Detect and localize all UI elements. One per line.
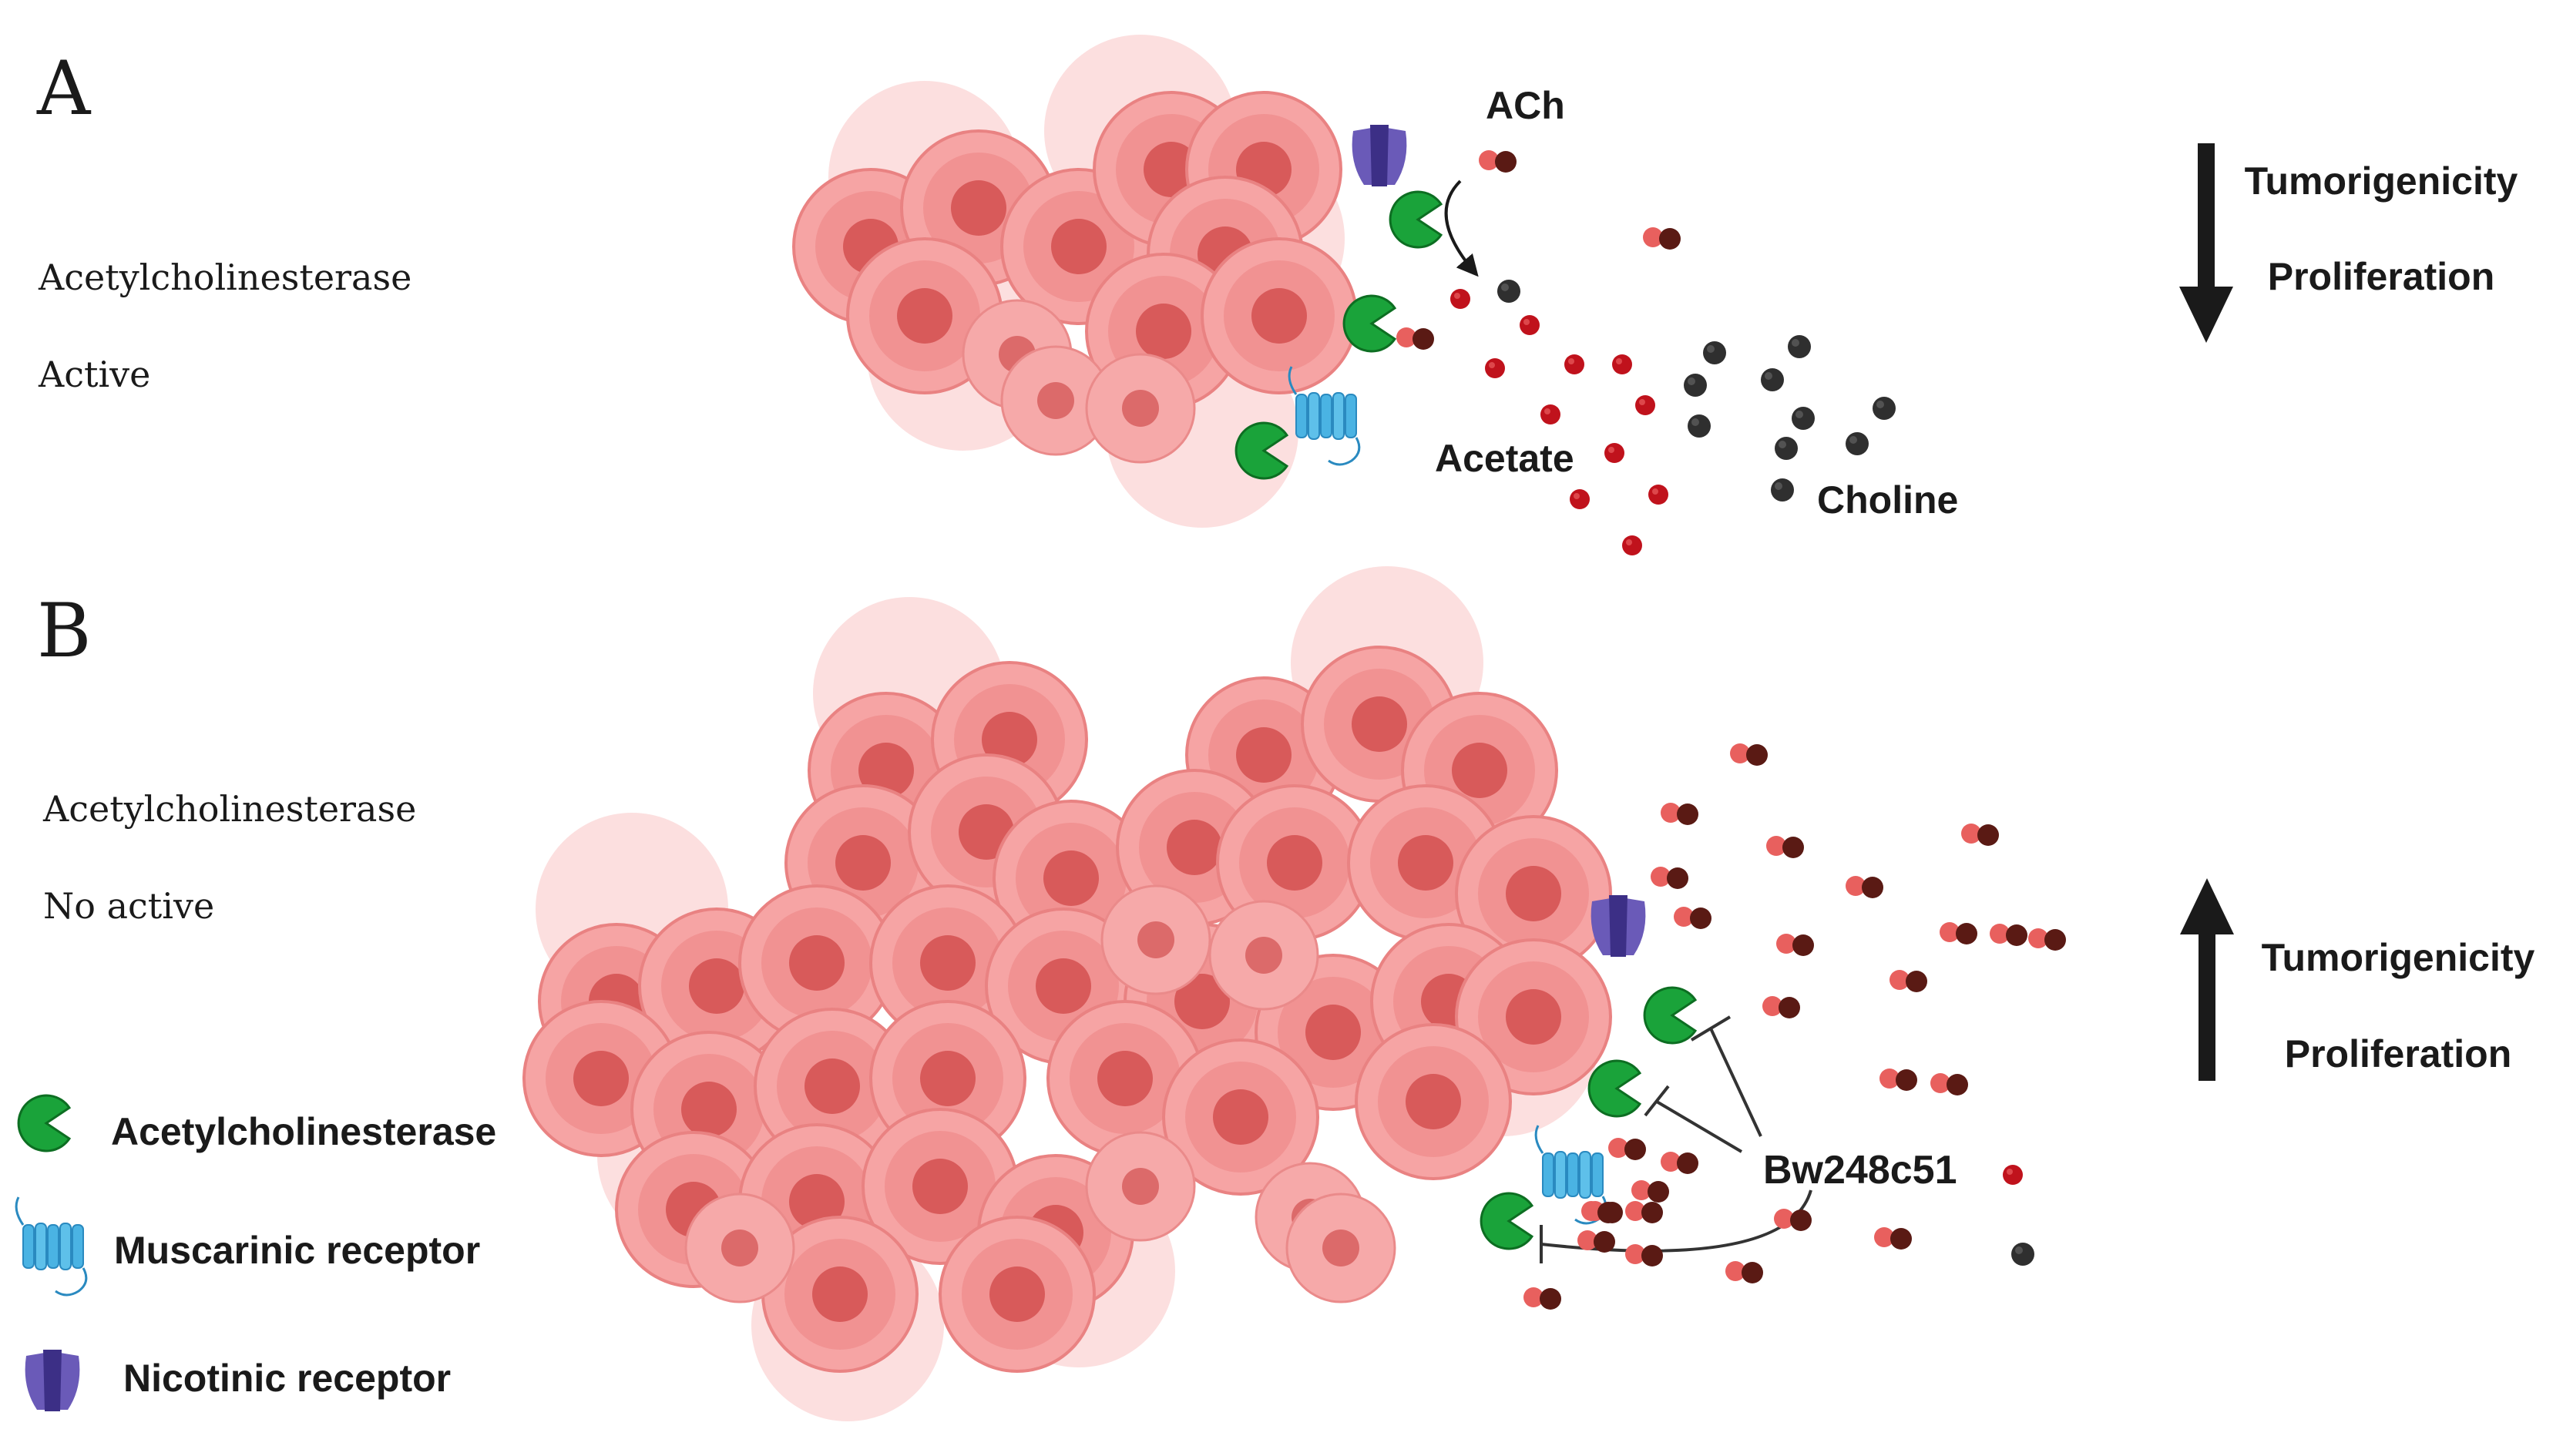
acetylcholinesterase-icon <box>1342 294 1396 353</box>
acetylcholinesterase-icon <box>1643 986 1697 1045</box>
panel-b-effect-line2: Proliferation <box>2285 1032 2511 1075</box>
legend-label-acetylcholinesterase: Acetylcholinesterase <box>111 1110 496 1153</box>
hydrolysis-arrow <box>1444 179 1479 277</box>
tumor-cluster-b <box>522 566 1612 1421</box>
legend-nicotinic-receptor-icon <box>25 1350 80 1411</box>
acetate-molecules <box>1450 289 1668 555</box>
panel-b-letter: B <box>37 588 92 674</box>
acetate-label: Acetate <box>1435 437 1574 480</box>
acetylcholinesterase-icon <box>1389 190 1443 249</box>
ach-label: ACh <box>1486 84 1565 127</box>
panel-a-status-line1: Acetylcholinesterase <box>38 257 411 298</box>
acetylcholinesterase-icon <box>1480 1192 1533 1250</box>
legend: Acetylcholinesterase Muscarinic receptor… <box>15 1094 496 1411</box>
panel-b-status-line1: Acetylcholinesterase <box>42 788 416 830</box>
panel-a-letter: A <box>36 45 92 132</box>
panel-b: B Acetylcholinesterase No active <box>37 566 2535 1421</box>
tumor-cluster-a <box>792 35 1358 528</box>
legend-label-nicotinic: Nicotinic receptor <box>123 1357 451 1400</box>
panel-b-status-line2: No active <box>43 885 214 927</box>
ach-molecule <box>1396 327 1434 350</box>
legend-muscarinic-receptor-icon <box>15 1196 88 1297</box>
ach-molecule <box>1643 227 1681 250</box>
panel-a: A Acetylcholinesterase Active <box>36 35 2518 555</box>
panel-b-effect-line1: Tumorigenicity <box>2262 936 2535 979</box>
legend-label-muscarinic: Muscarinic receptor <box>114 1229 480 1272</box>
effect-arrow-up <box>2180 878 2234 1081</box>
panel-a-effect-line1: Tumorigenicity <box>2245 159 2518 203</box>
nicotinic-receptor-icon <box>1591 895 1646 957</box>
nicotinic-receptor-icon <box>1352 125 1407 186</box>
acetylcholinesterase-icon <box>1587 1059 1641 1118</box>
ach-molecule <box>1479 150 1517 173</box>
effect-arrow-down <box>2179 143 2233 343</box>
inhibitor-label: Bw248c51 <box>1763 1148 1957 1193</box>
choline-molecule <box>2011 1243 2034 1266</box>
legend-acetylcholinesterase-icon <box>17 1094 71 1152</box>
panel-a-status-line2: Active <box>38 354 150 395</box>
panel-a-effect-line2: Proliferation <box>2268 255 2494 298</box>
acetate-molecule <box>2003 1165 2023 1185</box>
choline-label: Choline <box>1817 478 1958 522</box>
